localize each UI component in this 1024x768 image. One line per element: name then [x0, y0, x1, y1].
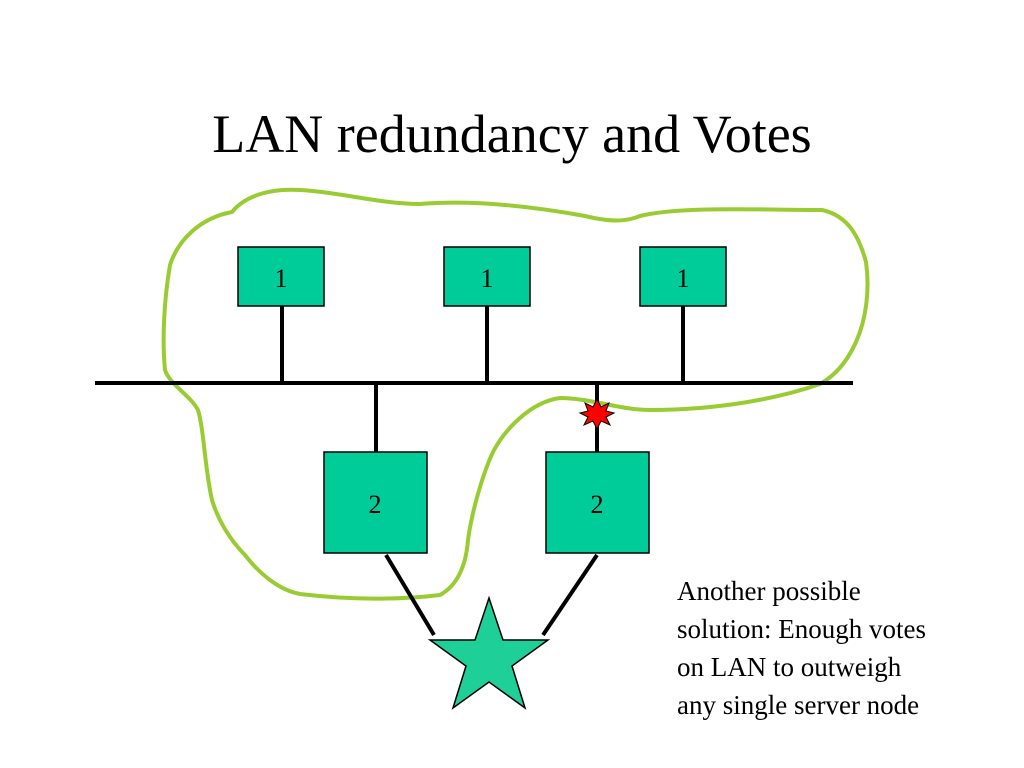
voting-node-top: 1: [639, 246, 727, 307]
quorum-link: [384, 553, 436, 637]
voting-node-top: 1: [443, 246, 531, 307]
node-vote-label: 2: [591, 490, 604, 519]
note-line: any single server node: [677, 690, 920, 720]
majority-lasso: [161, 187, 870, 601]
star-icon: [427, 595, 551, 710]
node-vote-label: 1: [481, 264, 494, 293]
note-line: solution: Enough votes: [677, 614, 926, 644]
node-vote-label: 1: [275, 264, 288, 293]
quorum-link: [541, 553, 599, 637]
server-node-bottom: 2: [323, 451, 428, 554]
burst-icon: [578, 397, 616, 431]
slide-title: LAN redundancy and Votes: [212, 104, 812, 164]
explanation-note: Another possible solution: Enough votes …: [677, 572, 1007, 724]
voting-node-top: 1: [237, 246, 325, 307]
note-line: Another possible: [677, 576, 861, 606]
note-line: on LAN to outweigh: [677, 652, 902, 682]
server-node-bottom: 2: [545, 451, 650, 554]
node-vote-label: 1: [677, 264, 690, 293]
node-vote-label: 2: [369, 490, 382, 519]
